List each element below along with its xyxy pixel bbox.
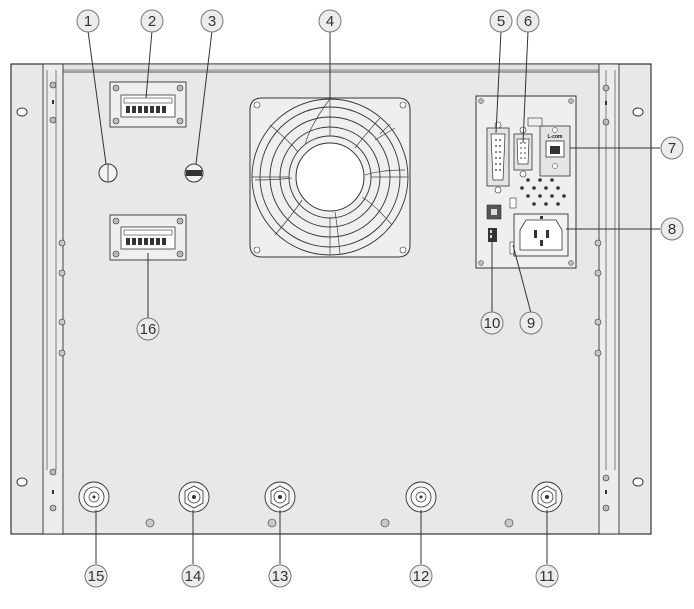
callout-7-label: 7: [668, 140, 676, 157]
callout-15: 15: [84, 564, 108, 588]
callout-9-label: 9: [527, 315, 535, 332]
db9-connector: [513, 126, 533, 178]
rack-hole: [16, 107, 28, 117]
callout-10-label: 10: [484, 315, 501, 332]
right-rack-ear: [598, 63, 644, 535]
callout-12: 12: [409, 564, 433, 588]
terminal-block-connector-bottom: [109, 214, 187, 261]
callout-5-label: 5: [497, 13, 505, 30]
callout-14: 14: [181, 564, 205, 588]
callout-14-label: 14: [185, 568, 202, 585]
ethernet-module: L-com: [527, 117, 571, 177]
usb-b-port: [486, 197, 517, 220]
rack-hole: [16, 477, 28, 487]
callout-7: 7: [660, 136, 684, 160]
callout-16-label: 16: [140, 321, 157, 338]
callout-5: 5: [489, 9, 513, 33]
callout-15-label: 15: [88, 568, 105, 585]
vent-holes: [520, 178, 566, 206]
callout-11-label: 11: [539, 568, 555, 585]
lcom-label: L-com: [548, 134, 564, 140]
callout-3: 3: [200, 9, 224, 33]
callout-8-label: 8: [668, 221, 676, 238]
io-plate: L-com: [475, 95, 577, 269]
rack-hole: [632, 477, 644, 487]
callout-10: 10: [480, 311, 504, 335]
callout-9: 9: [519, 311, 543, 335]
panel-screws: [58, 239, 602, 528]
callout-8: 8: [660, 217, 684, 241]
callout-2-label: 2: [148, 13, 156, 30]
callout-6: 6: [516, 9, 540, 33]
bnc-connector-15: [78, 481, 110, 513]
callout-12-label: 12: [413, 568, 430, 585]
left-rack-ear: [16, 63, 64, 535]
callout-4: 4: [318, 9, 342, 33]
sma-connector-13: [264, 481, 296, 513]
round-plug-3: [184, 163, 204, 183]
terminal-block-connector-top: [109, 81, 187, 128]
callout-1: 1: [76, 9, 100, 33]
round-plug-1: [98, 163, 118, 183]
leader-lines: [87, 30, 660, 564]
callout-13: 13: [268, 564, 292, 588]
sma-connector-14: [178, 481, 210, 513]
callout-11: 11: [535, 564, 559, 588]
callout-1-label: 1: [84, 13, 92, 30]
callout-2: 2: [140, 9, 164, 33]
sma-connector-11: [531, 481, 563, 513]
power-inlet: [513, 213, 569, 257]
callout-6-label: 6: [524, 13, 532, 30]
callout-3-label: 3: [208, 13, 216, 30]
callout-13-label: 13: [272, 568, 289, 585]
dsub-connector-long: [486, 121, 510, 194]
callout-16: 16: [136, 317, 160, 341]
callout-4-label: 4: [326, 13, 334, 30]
bnc-connector-12: [405, 481, 437, 513]
cooling-fan: [249, 97, 411, 258]
rack-hole: [632, 107, 644, 117]
